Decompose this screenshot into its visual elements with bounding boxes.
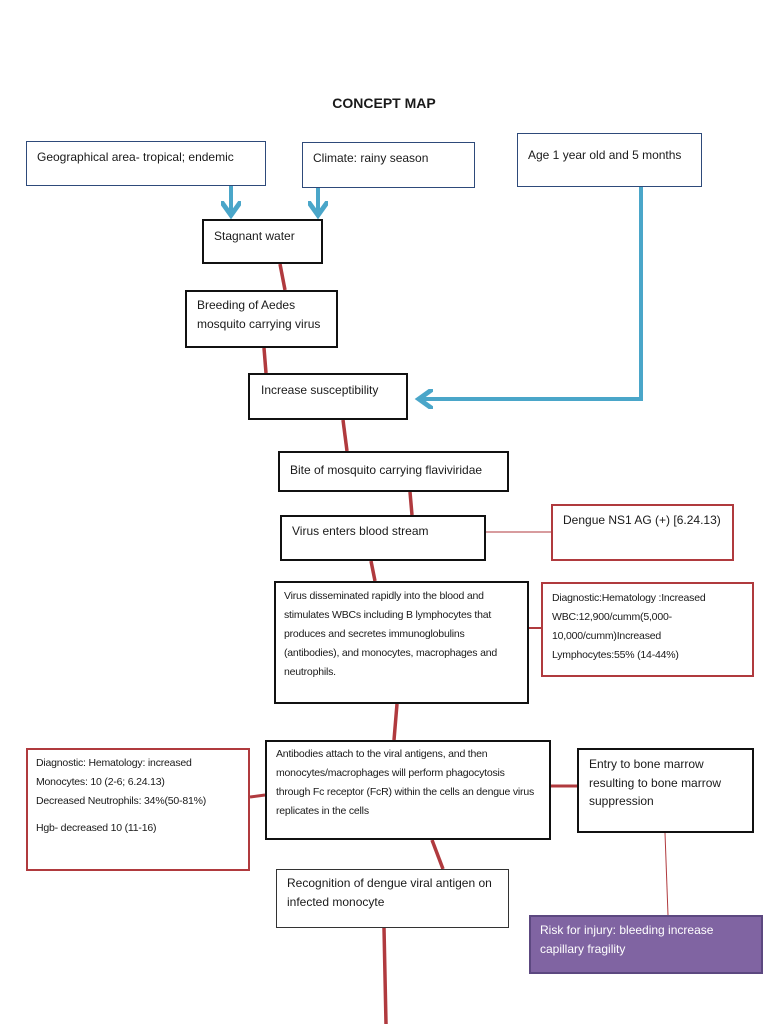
node-label: Age 1 year old and 5 months — [528, 148, 682, 162]
line-bite-virus — [408, 491, 414, 516]
node-antibodies-attach: Antibodies attach to the viral antigens,… — [265, 740, 551, 840]
node-breeding: Breeding of Aedes mosquito carrying viru… — [185, 290, 338, 348]
node-label-line-2: mosquito carrying virus — [197, 317, 321, 332]
node-label: Stagnant water — [214, 229, 295, 243]
node-recognition: Recognition of dengue viral antigen on i… — [276, 869, 509, 928]
node-bone-marrow: Entry to bone marrow resulting to bone m… — [577, 748, 754, 833]
line-disseminated-antibodies — [392, 703, 399, 741]
node-risk-for-injury: Risk for injury: bleeding increase capil… — [529, 915, 763, 974]
node-stagnant-water: Stagnant water — [202, 219, 323, 264]
node-virus-enters: Virus enters blood stream — [280, 515, 486, 561]
line-antibodies-recognition — [430, 839, 445, 870]
node-label: Geographical area- tropical; endemic — [37, 150, 234, 164]
node-label: Virus disseminated rapidly into the bloo… — [284, 590, 497, 678]
line-susceptibility-bite — [341, 419, 349, 452]
node-label: Virus enters blood stream — [292, 524, 429, 538]
node-age: Age 1 year old and 5 months — [517, 133, 702, 187]
node-label-line-1: Breeding of Aedes — [197, 298, 296, 312]
node-label-line-1: Diagnostic: Hematology: increased Monocy… — [36, 757, 192, 788]
node-label: Dengue NS1 AG (+) [6.24.13) — [563, 513, 721, 527]
node-label: Antibodies attach to the viral antigens,… — [276, 748, 535, 817]
node-diagnostic-monocytes: Diagnostic: Hematology: increased Monocy… — [26, 748, 250, 871]
node-virus-disseminated: Virus disseminated rapidly into the bloo… — [274, 581, 529, 704]
line-virus-disseminated — [369, 560, 377, 582]
arrow-age-to-susceptibility — [420, 187, 643, 399]
line-diag-antibodies — [249, 793, 266, 799]
node-label: Bite of mosquito carrying flaviviridae — [290, 463, 483, 477]
node-label: Climate: rainy season — [313, 151, 429, 165]
node-label-line-2: Decreased Neutrophils: 34%(50-81%) — [36, 794, 207, 807]
page-title: CONCEPT MAP — [332, 95, 436, 111]
node-label: Recognition of dengue viral antigen on i… — [287, 876, 492, 909]
node-label-line-3: Hgb- decreased 10 (11-16) — [36, 821, 157, 834]
line-bonemarrow-risk — [664, 832, 669, 916]
line-recognition-down — [382, 927, 388, 1024]
line-stagnant-breeding — [278, 263, 287, 291]
node-geographical-area: Geographical area- tropical; endemic — [26, 141, 266, 186]
node-climate: Climate: rainy season — [302, 142, 475, 188]
node-label: Increase susceptibility — [261, 383, 379, 397]
node-increase-susceptibility: Increase susceptibility — [248, 373, 408, 420]
node-diagnostic-wbc: Diagnostic:Hematology :Increased WBC:12,… — [541, 582, 754, 677]
node-dengue-ns1: Dengue NS1 AG (+) [6.24.13) — [551, 504, 734, 561]
node-label: Entry to bone marrow resulting to bone m… — [589, 757, 722, 809]
line-breeding-susceptibility — [262, 347, 268, 374]
node-label: Risk for injury: bleeding increase capil… — [540, 923, 714, 956]
node-bite-of-mosquito: Bite of mosquito carrying flaviviridae — [278, 451, 509, 492]
node-label: Diagnostic:Hematology :Increased WBC:12,… — [552, 592, 706, 661]
